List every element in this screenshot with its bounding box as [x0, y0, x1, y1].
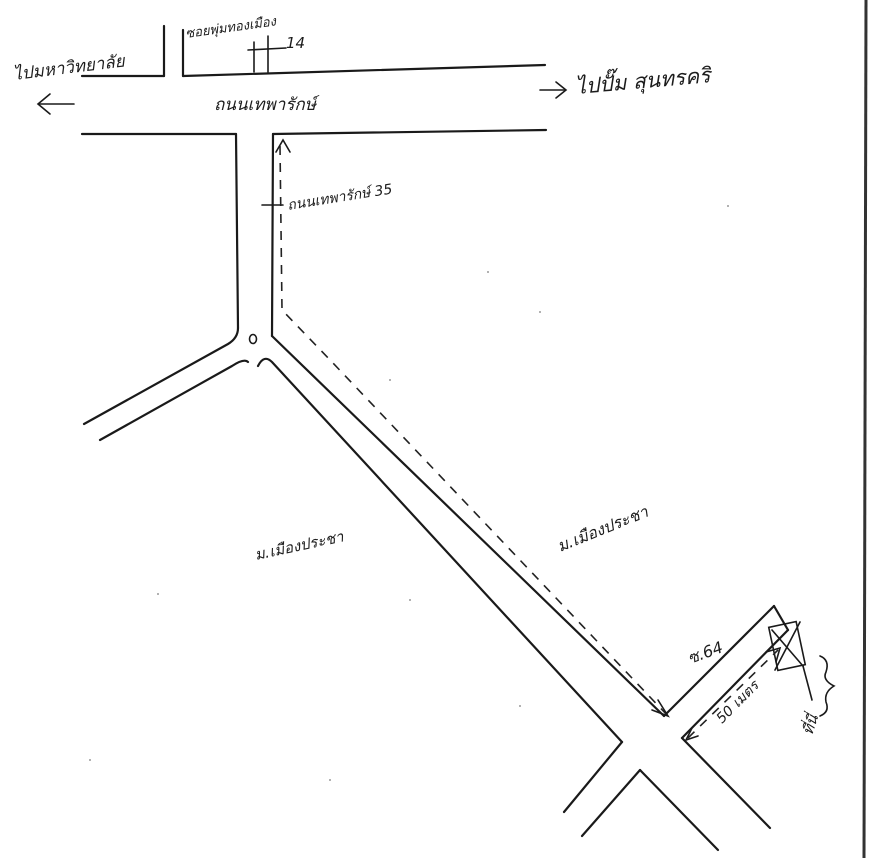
side-road-vertical — [234, 132, 284, 338]
label-soi-64: ซ.64 — [685, 637, 726, 667]
diagonal-roads — [82, 326, 666, 744]
lower-roads — [562, 736, 772, 852]
top-soi — [162, 24, 287, 78]
label-to-left: ไปมหาวิทยาลัย — [12, 50, 127, 85]
soi-64 — [662, 604, 790, 740]
page-edge — [862, 0, 868, 858]
label-to-right: ไปปั๊ม สุนทรคริ — [574, 59, 714, 100]
left-arrow — [36, 93, 75, 115]
destination-box — [767, 620, 813, 701]
right-arrow — [539, 81, 568, 99]
label-village-right: ม.เมืองประชา — [554, 502, 651, 556]
label-top-soi: ซอยพุ่มทองเมือง — [184, 14, 278, 42]
label-destination: ที่นี่ — [797, 710, 823, 738]
label-top-soi-number: 14 — [286, 34, 305, 52]
label-distance: 50 เมตร — [714, 677, 764, 727]
destination-brace — [819, 655, 836, 717]
label-main-road: ถนนเทพารักษ์ — [214, 95, 320, 115]
label-village-left: ม.เมืองประชา — [253, 527, 346, 563]
scan-specks — [89, 205, 729, 781]
main-road — [80, 63, 548, 136]
route-path — [275, 138, 782, 742]
label-side-soi: ถนนเทพารักษ์ 35 — [286, 181, 394, 214]
